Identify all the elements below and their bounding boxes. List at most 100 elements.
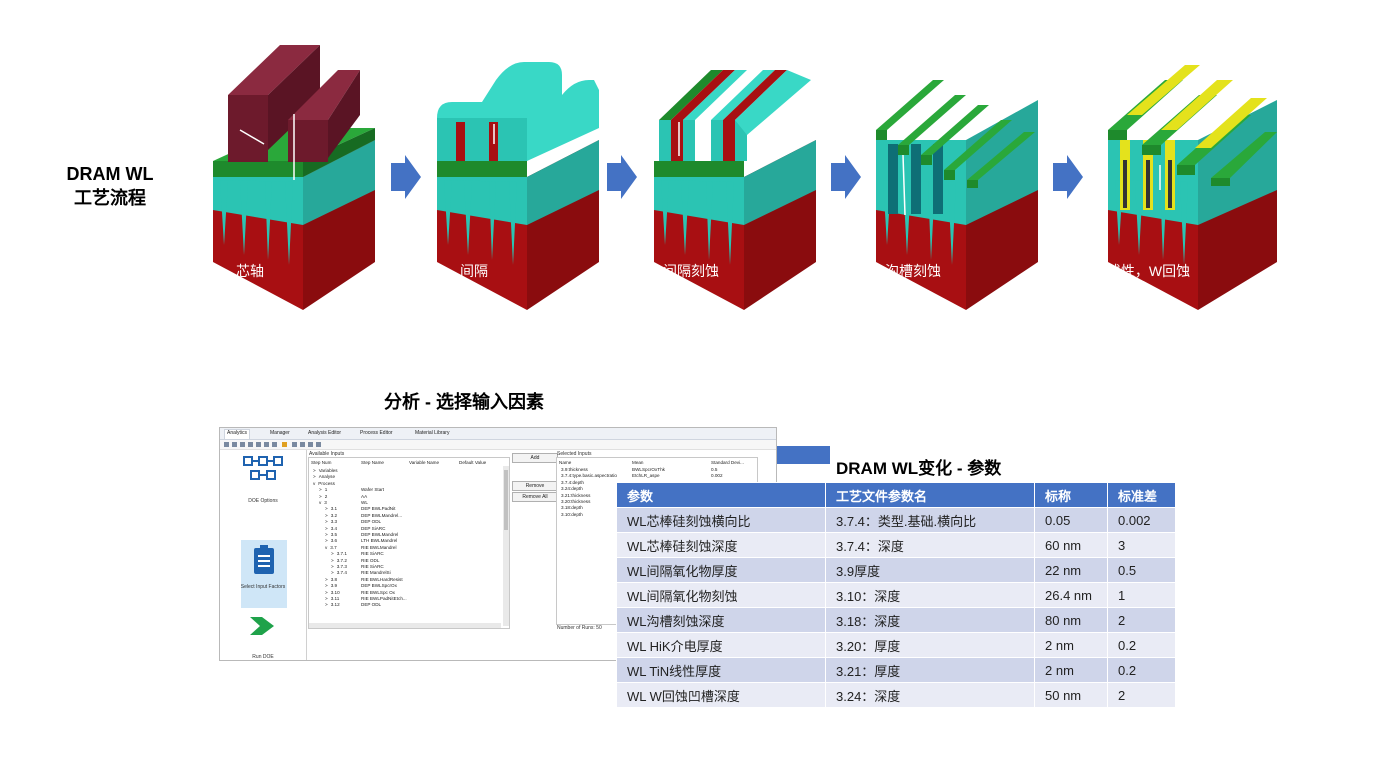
tree-row[interactable]: >3.1 xyxy=(325,506,337,511)
table-cell: 0.5 xyxy=(1107,557,1176,583)
tree-row[interactable]: >3.6 xyxy=(325,538,337,543)
expand-right-icon[interactable]: > xyxy=(325,532,328,537)
tree-row[interactable]: >3.7.1 xyxy=(331,551,347,556)
open-icon[interactable] xyxy=(232,442,237,447)
tree-row[interactable]: >3.7.2 xyxy=(331,558,347,563)
paste-icon[interactable] xyxy=(308,442,313,447)
stage-label-trench-etch: 沟槽刻蚀 xyxy=(885,263,941,279)
expand-right-icon[interactable]: > xyxy=(325,583,328,589)
expand-right-icon[interactable]: > xyxy=(325,506,328,512)
clipboard-icon[interactable] xyxy=(253,545,275,575)
tree-step-num: 3.12 xyxy=(330,602,340,608)
col-standard-deviation[interactable]: Standard Devi... xyxy=(711,460,744,465)
tree-row[interactable]: >Variables xyxy=(313,468,338,473)
expand-right-icon[interactable]: > xyxy=(325,525,328,531)
selected-input-name[interactable]: 3.7.4:type.basic.aspectratio xyxy=(561,473,617,479)
expand-down-icon[interactable]: v xyxy=(325,544,328,550)
copy-icon[interactable] xyxy=(300,442,305,447)
tab-process-editor[interactable]: Process Editor xyxy=(360,430,393,436)
tree-row[interactable]: >3.9 xyxy=(325,583,337,588)
expand-right-icon[interactable]: > xyxy=(325,538,328,544)
flow-arrow-icon xyxy=(831,155,861,199)
tab-analytics[interactable]: Analytics xyxy=(224,429,251,439)
table-cell: 3.7.4：深度 xyxy=(825,532,1035,558)
tree-row[interactable]: >3.2 xyxy=(325,513,337,518)
undo-icon[interactable] xyxy=(272,442,277,447)
tab-manager[interactable]: Manager xyxy=(270,430,290,436)
expand-down-icon[interactable]: v xyxy=(319,500,322,505)
selected-input-name[interactable]: 3.10:depth xyxy=(561,511,583,517)
expand-right-icon[interactable]: > xyxy=(325,596,328,601)
new-icon[interactable] xyxy=(224,442,229,447)
expand-right-icon[interactable]: > xyxy=(325,519,328,525)
tree-row[interactable]: >3.12 xyxy=(325,602,340,607)
settings-icon[interactable] xyxy=(264,442,269,447)
tree-step-name: RIE MandrelSi xyxy=(361,570,391,576)
tree-row[interactable]: >3.3 xyxy=(325,519,337,524)
tree-row[interactable]: >3.11 xyxy=(325,596,339,601)
delete-icon[interactable] xyxy=(316,442,321,447)
tree-step-name: RIE BWLHardResist xyxy=(361,576,403,582)
network-icon[interactable] xyxy=(242,454,284,482)
expand-right-icon[interactable]: > xyxy=(319,493,322,499)
expand-right-icon[interactable]: > xyxy=(331,557,334,563)
run-icon[interactable] xyxy=(282,442,287,447)
expand-right-icon[interactable]: > xyxy=(325,589,328,595)
side-label-doe-options[interactable]: DOE Options xyxy=(248,498,278,504)
tree-row[interactable]: >3.7.4 xyxy=(331,570,347,575)
col-variable-name[interactable]: Variable Name xyxy=(409,460,440,465)
remove-button[interactable]: Remove xyxy=(512,481,558,491)
tree-row[interactable]: >3.4 xyxy=(325,526,337,531)
tree-row[interactable]: >3.10 xyxy=(325,590,340,595)
col-step-num[interactable]: Step Num xyxy=(311,460,332,465)
expand-right-icon[interactable]: > xyxy=(331,551,334,557)
tree-row[interactable]: >3.7.3 xyxy=(331,564,347,569)
expand-down-icon[interactable]: v xyxy=(313,480,316,486)
play-arrow-icon[interactable] xyxy=(250,613,276,639)
table-cell: 1 xyxy=(1107,582,1176,608)
expand-right-icon[interactable]: > xyxy=(325,576,328,582)
expand-right-icon[interactable]: > xyxy=(313,468,316,473)
expand-right-icon[interactable]: > xyxy=(331,564,334,569)
side-label-select-input-factors[interactable]: Select Input Factors xyxy=(240,584,286,590)
col-default-value[interactable]: Default Value xyxy=(459,460,487,465)
save-all-icon[interactable] xyxy=(248,442,253,447)
selected-input-name[interactable]: 3.7.4:depth xyxy=(561,479,584,485)
tree-scrollbar[interactable] xyxy=(503,466,509,626)
selected-input-name[interactable]: 3.24:depth xyxy=(561,486,583,492)
selected-input-name[interactable]: 3.20:thickness xyxy=(561,499,591,504)
side-label-run-doe[interactable]: Run DOE xyxy=(252,654,274,660)
tree-row[interactable]: >3.8 xyxy=(325,577,337,582)
selected-input-name[interactable]: 3.18:depth xyxy=(561,505,583,511)
tree-row[interactable]: >Analyse xyxy=(313,474,335,479)
selected-input-name[interactable]: 3.21:thickness xyxy=(561,492,591,498)
remove-all-button[interactable]: Remove All xyxy=(512,492,558,502)
add-icon[interactable] xyxy=(292,442,297,447)
col-step-name[interactable]: Step Name xyxy=(361,460,384,465)
save-icon[interactable] xyxy=(240,442,245,447)
tab-material-library[interactable]: Material Library xyxy=(415,430,450,436)
tree-step-num: 3.3 xyxy=(330,519,338,525)
expand-right-icon[interactable]: > xyxy=(331,570,334,576)
expand-right-icon[interactable]: > xyxy=(325,512,328,518)
add-button[interactable]: Add xyxy=(512,453,558,463)
expand-right-icon[interactable]: > xyxy=(313,474,316,480)
expand-right-icon[interactable]: > xyxy=(325,602,328,608)
tree-row[interactable]: >2 xyxy=(319,494,327,499)
tree-row[interactable]: >3.5 xyxy=(325,532,337,537)
liner-w-recess-block-illustration xyxy=(1108,65,1277,310)
col-name[interactable]: Name xyxy=(559,460,572,465)
tab-analysis-editor[interactable]: Analysis Editor xyxy=(308,430,342,436)
print-icon[interactable] xyxy=(256,442,261,447)
tree-h-scrollbar[interactable] xyxy=(309,623,501,628)
col-mean[interactable]: Mean xyxy=(632,460,644,465)
table-cell: WL芯棒硅刻蚀深度 xyxy=(616,532,826,558)
tree-row[interactable]: >1 xyxy=(319,487,327,492)
selected-input-name[interactable]: 3.9:thickness xyxy=(561,467,588,472)
tree-step-num: 3.7.3 xyxy=(336,564,347,569)
expand-right-icon[interactable]: > xyxy=(319,487,322,493)
